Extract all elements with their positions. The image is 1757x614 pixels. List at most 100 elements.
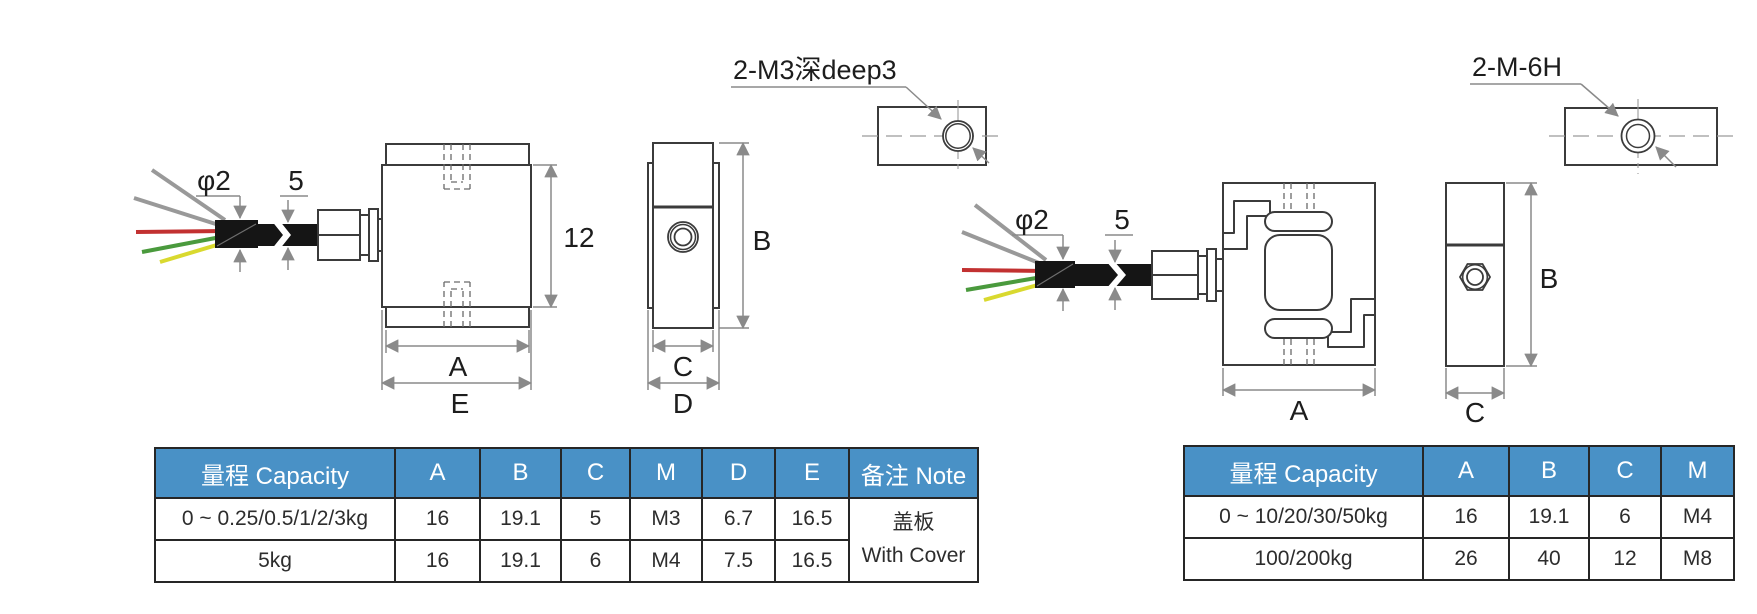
cell-a: 16 bbox=[394, 539, 481, 583]
left-front-view bbox=[381, 143, 532, 328]
header-a: A bbox=[1422, 445, 1510, 497]
right-callout-label: 2-M-6H bbox=[1472, 52, 1562, 82]
cable-break-symbol bbox=[1106, 261, 1126, 289]
cable-jacket bbox=[1075, 264, 1152, 286]
header-b: B bbox=[1508, 445, 1590, 497]
upper-s-notch bbox=[1222, 200, 1271, 250]
header-note: 备注 Note bbox=[848, 447, 979, 499]
right-depth-c-label: C bbox=[1465, 397, 1485, 428]
left-dim-D bbox=[646, 310, 721, 390]
cell-b: 19.1 bbox=[479, 539, 562, 583]
lower-slot bbox=[1264, 318, 1333, 339]
header-capacity: 量程 Capacity bbox=[154, 447, 396, 499]
right-front-view bbox=[1222, 182, 1376, 366]
cell-capacity: 0 ~ 10/20/30/50kg bbox=[1183, 495, 1424, 539]
left-cable-diameter-label: φ2 bbox=[197, 165, 231, 196]
note-line-cn: 盖板 bbox=[892, 511, 935, 535]
table-row: 100/200kg 26 40 12 M8 bbox=[1183, 537, 1735, 581]
cell-a: 16 bbox=[1422, 495, 1510, 539]
left-depth-d-label: D bbox=[673, 388, 693, 419]
header-c: C bbox=[1588, 445, 1662, 497]
header-c: C bbox=[560, 447, 631, 499]
center-cutout bbox=[1264, 234, 1333, 311]
left-dim-C bbox=[651, 330, 715, 353]
table-row: 0 ~ 0.25/0.5/1/2/3kg 16 19.1 5 M3 6.7 16… bbox=[154, 497, 979, 583]
right-top-view bbox=[1549, 99, 1733, 174]
left-cable-gland bbox=[317, 208, 385, 262]
left-dim-B bbox=[719, 141, 750, 330]
cell-m: M4 bbox=[1660, 495, 1735, 539]
right-dim-A bbox=[1221, 368, 1377, 397]
header-m: M bbox=[629, 447, 703, 499]
left-spec-table: 量程 Capacity A B C M D E 备注 Note 0 ~ 0.25… bbox=[154, 447, 979, 583]
left-body-height-label: 12 bbox=[563, 222, 594, 253]
left-dim-12 bbox=[533, 163, 558, 309]
cell-a: 26 bbox=[1422, 537, 1510, 581]
right-width-a-label: A bbox=[1290, 395, 1309, 426]
left-width-a-label: A bbox=[449, 351, 468, 382]
right-cable-gland bbox=[1151, 248, 1224, 302]
right-cable-diameter-label: φ2 bbox=[1015, 204, 1049, 235]
cable-break-symbol bbox=[271, 220, 291, 250]
right-dim-5 bbox=[1105, 234, 1133, 310]
left-dim-E bbox=[380, 310, 533, 390]
header-d: D bbox=[701, 447, 776, 499]
cell-c: 12 bbox=[1588, 537, 1662, 581]
left-dim-5 bbox=[280, 195, 308, 270]
left-side-view bbox=[647, 142, 720, 329]
right-side-view bbox=[1445, 182, 1505, 367]
header-a: A bbox=[394, 447, 481, 499]
cell-capacity: 100/200kg bbox=[1183, 537, 1424, 581]
cell-m: M3 bbox=[629, 497, 703, 541]
header-e: E bbox=[774, 447, 850, 499]
cell-capacity: 0 ~ 0.25/0.5/1/2/3kg bbox=[154, 497, 396, 541]
header-m: M bbox=[1660, 445, 1735, 497]
right-height-b-label: B bbox=[1540, 263, 1559, 294]
cell-d: 7.5 bbox=[701, 539, 776, 583]
top-cover-plate bbox=[385, 143, 530, 166]
table-header-row: 量程 Capacity A B C M bbox=[1183, 445, 1735, 497]
left-height-b-label: B bbox=[753, 225, 772, 256]
cell-m: M8 bbox=[1660, 537, 1735, 581]
table-header-row: 量程 Capacity A B C M D E 备注 Note bbox=[154, 447, 979, 499]
left-callout-label: 2-M3深deep3 bbox=[733, 55, 897, 85]
right-spec-table: 量程 Capacity A B C M 0 ~ 10/20/30/50kg 16… bbox=[1183, 445, 1735, 581]
cell-c: 6 bbox=[1588, 495, 1662, 539]
header-capacity: 量程 Capacity bbox=[1183, 445, 1424, 497]
left-depth-c-label: C bbox=[673, 351, 693, 382]
left-cable-section-label: 5 bbox=[288, 165, 304, 196]
left-dim-A bbox=[384, 330, 531, 353]
left-hidden-thread-lines bbox=[443, 144, 471, 327]
left-dim-phi2 bbox=[196, 195, 247, 272]
left-width-e-label: E bbox=[451, 388, 470, 419]
right-callout-leader bbox=[1470, 83, 1677, 168]
table-row: 5kg 16 19.1 6 M4 7.5 16.5 bbox=[154, 539, 978, 583]
gland-hex-nut bbox=[1458, 263, 1492, 291]
note-line-en: With Cover bbox=[861, 544, 966, 567]
cell-b: 40 bbox=[1508, 537, 1590, 581]
right-dim-B bbox=[1506, 181, 1538, 368]
cell-a: 16 bbox=[394, 497, 481, 541]
lower-s-notch bbox=[1327, 298, 1376, 348]
cell-b: 19.1 bbox=[479, 497, 562, 541]
cell-note: 盖板 With Cover bbox=[848, 497, 979, 583]
cell-capacity: 5kg bbox=[154, 539, 396, 583]
sensor-body bbox=[381, 164, 532, 308]
bottom-cover-plate bbox=[385, 306, 530, 328]
cell-c: 5 bbox=[560, 497, 631, 541]
table-row: 0 ~ 10/20/30/50kg 16 19.1 6 M4 bbox=[1183, 495, 1735, 539]
right-dim-C bbox=[1444, 368, 1506, 400]
right-sensor-cable bbox=[961, 203, 1152, 302]
left-sensor-cable bbox=[133, 168, 320, 264]
cell-e: 16.5 bbox=[774, 539, 850, 583]
cell-c: 6 bbox=[560, 539, 631, 583]
upper-slot bbox=[1264, 211, 1333, 232]
right-cable-section-label: 5 bbox=[1114, 204, 1130, 235]
right-dim-phi2 bbox=[1012, 234, 1070, 311]
cell-d: 6.7 bbox=[701, 497, 776, 541]
cell-e: 16.5 bbox=[774, 497, 850, 541]
cell-m: M4 bbox=[629, 539, 703, 583]
header-b: B bbox=[479, 447, 562, 499]
